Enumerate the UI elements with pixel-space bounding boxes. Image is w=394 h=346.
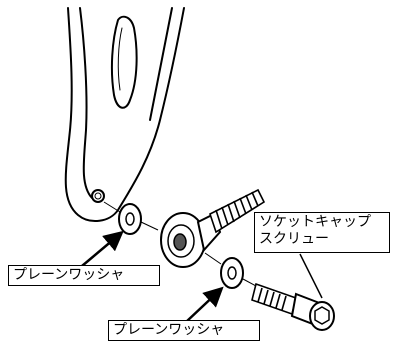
rod-end-bearing — [160, 212, 222, 268]
label-plain-washer-lower: プレーンワッシャ — [108, 320, 260, 341]
threaded-shank — [209, 188, 266, 234]
label-socket-cap-screw-line2: スクリュー — [259, 231, 329, 247]
label-socket-cap-screw: ソケットキャップ スクリュー — [254, 212, 390, 253]
label-plain-washer-upper-text: プレーンワッシャ — [13, 267, 125, 283]
label-socket-cap-screw-line1: ソケットキャップ — [259, 214, 371, 230]
leader-arrows — [81, 230, 323, 323]
label-plain-washer-lower-text: プレーンワッシャ — [113, 322, 225, 338]
assembly-axis — [103, 201, 257, 287]
plain-washer-lower — [220, 257, 244, 289]
plain-washer-upper — [118, 203, 142, 235]
socket-cap-screw — [251, 282, 335, 331]
label-plain-washer-upper: プレーンワッシャ — [8, 265, 160, 286]
frame-arm — [64, 7, 185, 222]
